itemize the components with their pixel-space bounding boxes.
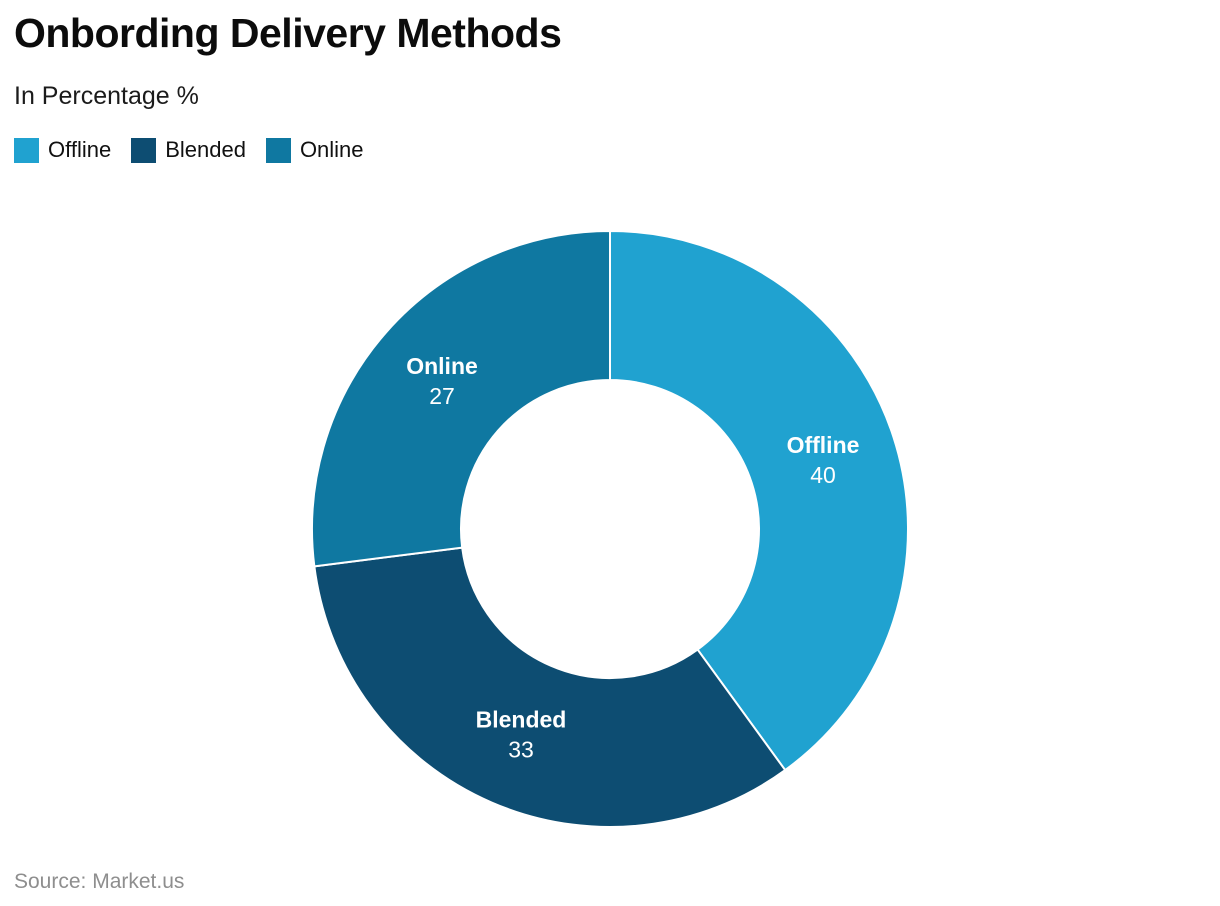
legend-swatch <box>131 137 157 163</box>
donut-slice-online <box>311 230 611 568</box>
legend-label: Online <box>299 137 364 162</box>
legend-item-offline: Offline <box>14 137 111 163</box>
legend-item-blended: Blended <box>131 137 246 163</box>
page-subtitle: In Percentage % <box>14 82 199 110</box>
legend-label: Offline <box>48 137 112 162</box>
legend-label: Blended <box>165 137 246 162</box>
source-note: Source: Market.us <box>14 870 185 893</box>
legend-item-online: Online <box>265 137 364 163</box>
donut-slice-offline <box>609 230 909 772</box>
donut-slice-blended <box>313 546 787 829</box>
legend: Offline Blended Online <box>14 137 364 163</box>
page-title: Onbording Delivery Methods <box>14 10 562 56</box>
legend-swatch <box>14 137 39 163</box>
legend-swatch <box>265 137 291 163</box>
